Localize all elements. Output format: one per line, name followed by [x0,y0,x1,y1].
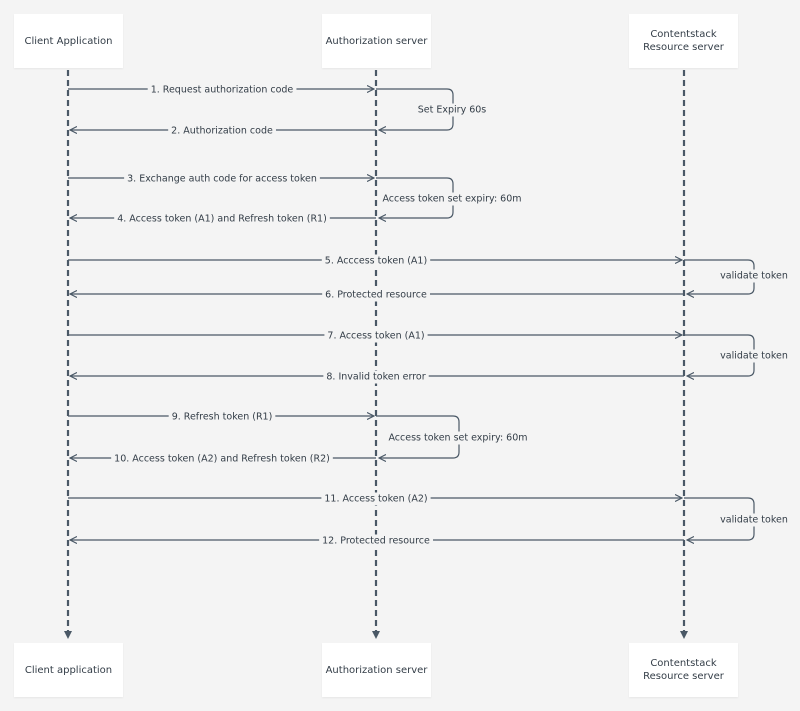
self-note-label: validate token [720,351,788,362]
self-note-label: Access token set expiry: 60m [388,433,527,444]
message-label: 6. Protected resource [325,290,427,301]
self-note-label-bg [717,349,791,363]
self-note-label: validate token [720,515,788,526]
message-label: 7. Access token (A1) [327,331,424,342]
message-label-bg [321,492,431,506]
actor-label: Authorization server [325,35,428,47]
message-label-bg [147,83,297,97]
actor-label: Client Application [24,35,113,47]
self-note-label: validate token [720,271,788,282]
message-label-bg [114,212,330,226]
self-note-label-bg [717,269,791,283]
actor-label: Contentstack Resource server [643,658,724,682]
message-label-bg [111,452,333,466]
message-label: 10. Access token (A2) and Refresh token … [114,454,330,465]
message-label: 4. Access token (A1) and Refresh token (… [117,214,327,225]
actor-resource-top: Contentstack Resource server [629,14,738,68]
message-label: 1. Request authorization code [151,85,294,96]
message-label: 9. Refresh token (R1) [172,412,273,423]
message-label-bg [322,288,430,302]
actor-label: Contentstack Resource server [643,29,724,53]
message-label-bg [324,329,428,343]
self-note-label: Access token set expiry: 60m [382,194,521,205]
actor-auth-bottom: Authorization server [322,643,431,697]
message-label-bg [168,410,276,424]
message-label-bg [323,370,429,384]
message-label: 12. Protected resource [322,536,430,547]
self-note-label-bg [379,192,525,206]
message-label-bg [319,534,434,548]
message-label: 5. Acccess token (A1) [325,256,427,267]
message-label: 3. Exchange auth code for access token [127,174,317,185]
self-note-label-bg [717,513,791,527]
actor-auth-top: Authorization server [322,14,431,68]
message-label-bg [321,254,431,268]
self-note-label-bg [414,103,490,117]
actor-resource-bottom: Contentstack Resource server [629,643,738,697]
message-label: 2. Authorization code [171,126,273,137]
actor-label: Authorization server [325,664,428,676]
message-label-bg [168,124,276,138]
self-note-label: Set Expiry 60s [418,105,487,116]
message-label: 8. Invalid token error [326,372,425,383]
self-note-label-bg [385,431,531,445]
message-label-bg [124,172,320,186]
actor-client-bottom: Client application [14,643,123,697]
actor-client-top: Client Application [14,14,123,68]
actor-label: Client application [24,664,113,676]
message-label: 11. Access token (A2) [324,494,427,505]
